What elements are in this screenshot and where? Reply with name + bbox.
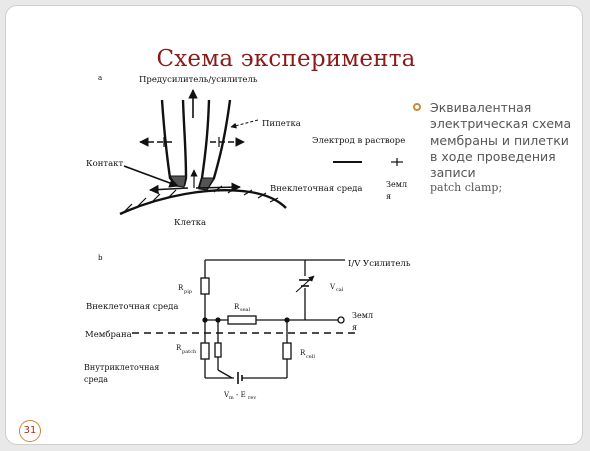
label-vcal-sub: cal — [336, 287, 344, 293]
cell-hatching — [123, 185, 279, 213]
label-vcal: V — [329, 283, 336, 291]
arrow-pipette — [230, 119, 259, 129]
pipette-wall-left-inner — [181, 99, 188, 187]
capacitor-patch — [214, 342, 222, 358]
label-vm: V — [223, 391, 230, 399]
label-rseal-sub: seal — [240, 307, 251, 313]
resistor-rpatch — [200, 342, 210, 360]
resistor-rcell — [282, 342, 292, 360]
pipette-diagram: a Предусилитель/усилитель Пипетка Электр… — [86, 74, 407, 228]
page-number: 31 — [19, 420, 41, 442]
label-rseal: R — [234, 303, 240, 311]
pipette-wall-right-inner — [197, 99, 211, 189]
arrow-tip-right — [195, 182, 241, 192]
bullet-icon — [413, 103, 421, 111]
arrow-tip-left — [149, 184, 189, 195]
label-membrane: Мембрана — [85, 329, 132, 340]
label-pipette: Пипетка — [262, 119, 301, 129]
label-ground-top-1: Земл — [386, 180, 407, 189]
label-amplifier: I/V Усилитель — [348, 259, 411, 269]
label-rpip-sub: pip — [184, 289, 192, 295]
bullet-text: Эквивалентная электрическая схема мембра… — [430, 100, 572, 180]
label-rcell-sub: cell — [306, 354, 315, 360]
label-contact: Контакт — [86, 159, 123, 169]
bullet-block: Эквивалентная электрическая схема мембра… — [413, 100, 573, 196]
equivalent-circuit: b I/V Усилитель R pip V cal R seal Земл … — [84, 254, 411, 401]
slide: Схема эксперимента Эквивалентная электри… — [5, 5, 583, 445]
label-rpatch: R — [176, 344, 182, 352]
label-erev-sub: rev — [248, 395, 256, 401]
label-rcell: R — [300, 349, 306, 357]
label-extracellular-bottom: Внеклеточная среда — [86, 302, 178, 312]
resistor-rpip — [200, 277, 210, 295]
cell-membrane — [119, 189, 287, 216]
label-vm-sub: m — [229, 395, 234, 401]
label-ground-top-2: я — [386, 192, 391, 201]
label-ground-bottom-1: Земл — [352, 311, 373, 320]
label-a: a — [98, 74, 102, 82]
label-erev: - E — [236, 391, 246, 399]
bullet-text-2: patch clamp; — [430, 181, 503, 195]
switch — [217, 369, 233, 379]
vcal-arrow — [295, 275, 315, 293]
label-ground-bottom-2: я — [352, 323, 357, 332]
label-rpip: R — [178, 284, 184, 292]
arrow-contact — [123, 165, 179, 188]
label-intracellular-1: Внутриклеточная — [84, 363, 159, 372]
pipette-wall-left — [160, 99, 177, 186]
label-cell: Клетка — [174, 218, 206, 228]
label-preamp: Предусилитель/усилитель — [139, 75, 258, 85]
label-electrode: Электрод в растворе — [312, 136, 405, 146]
label-intracellular-2: среда — [84, 375, 108, 384]
label-extracellular-top: Внеклеточная среда — [270, 184, 362, 194]
slide-title: Схема эксперимента — [156, 46, 416, 72]
resistor-rseal — [227, 315, 257, 325]
label-b: b — [98, 254, 103, 262]
label-rpatch-sub: patch — [182, 349, 197, 355]
ground-terminal — [337, 316, 345, 324]
